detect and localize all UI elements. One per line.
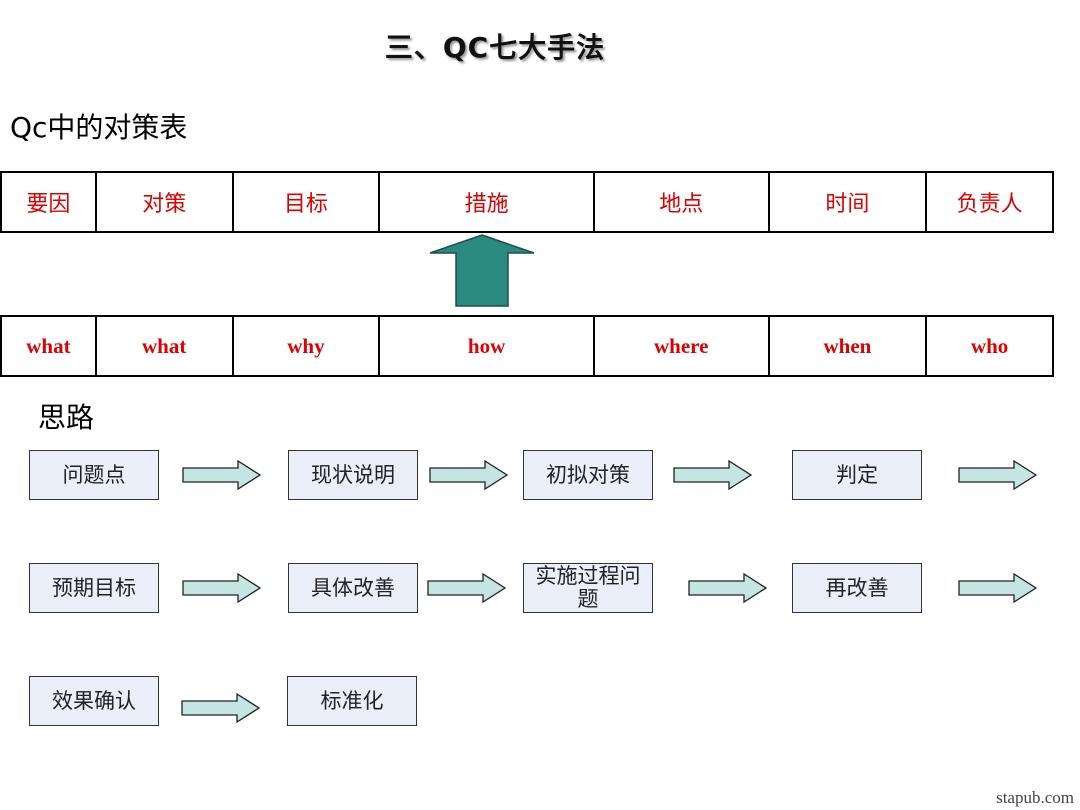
table-cell: how — [380, 317, 595, 375]
table-cell: 时间 — [770, 173, 928, 231]
table-cell: 负责人 — [956, 192, 1023, 217]
table-cell: 对策 — [97, 173, 234, 231]
right-arrow-icon — [427, 573, 507, 603]
flow-step: 实施过程问题 — [523, 563, 653, 613]
right-arrow-icon — [958, 460, 1038, 490]
table-cell: 措施 — [380, 173, 595, 231]
countermeasure-table-en-row: what what why how where when who — [0, 315, 1054, 377]
table-cell: who — [970, 333, 1009, 358]
flow-step: 判定 — [792, 450, 922, 500]
flow-step: 标准化 — [287, 676, 417, 726]
flow-step: 现状说明 — [288, 450, 418, 500]
right-arrow-icon — [182, 573, 262, 603]
flow-step: 初拟对策 — [523, 450, 653, 500]
flow-step: 效果确认 — [29, 676, 159, 726]
table-cell: 目标 — [234, 173, 381, 231]
flow-step: 预期目标 — [29, 563, 159, 613]
table-cell: why — [234, 317, 381, 375]
page-title: 三、QC七大手法 — [384, 31, 606, 64]
up-arrow-icon — [429, 234, 535, 307]
table-cell: what — [97, 317, 234, 375]
watermark: stapub.com — [996, 788, 1074, 807]
flow-step: 问题点 — [29, 450, 159, 500]
right-arrow-icon — [429, 460, 509, 490]
right-arrow-icon — [182, 460, 262, 490]
table-cell: where — [595, 317, 770, 375]
table-cell: what — [2, 317, 97, 375]
right-arrow-icon — [688, 573, 768, 603]
table-cell: when — [770, 317, 928, 375]
right-arrow-icon — [181, 693, 261, 723]
countermeasure-table-cn-row: 要因 对策 目标 措施 地点 时间 负责人 — [0, 171, 1054, 233]
right-arrow-icon — [958, 573, 1038, 603]
subtitle: Qc中的对策表 — [10, 111, 188, 144]
flow-step: 再改善 — [792, 563, 922, 613]
right-arrow-icon — [673, 460, 753, 490]
table-cell: 地点 — [595, 173, 770, 231]
section-title: 思路 — [38, 401, 95, 434]
table-cell: 要因 — [2, 173, 97, 231]
flow-step: 具体改善 — [288, 563, 418, 613]
